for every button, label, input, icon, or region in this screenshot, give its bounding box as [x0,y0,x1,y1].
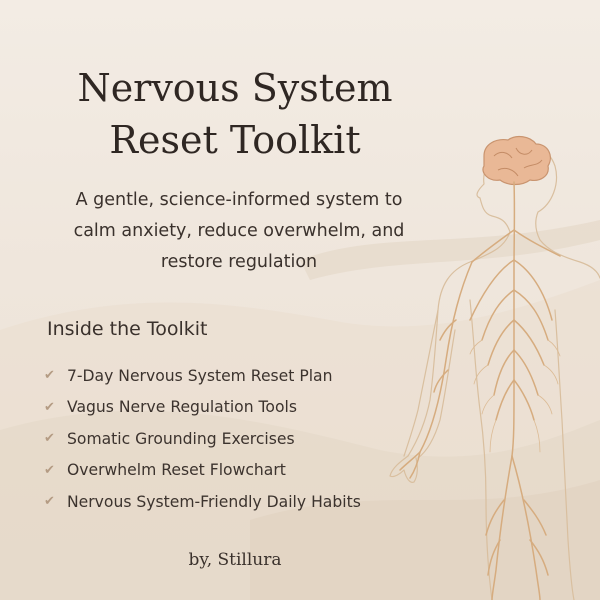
feature-item: ✔ 7-Day Nervous System Reset Plan [44,360,361,392]
brain-icon [482,135,551,186]
feature-list: ✔ 7-Day Nervous System Reset Plan ✔ Vagu… [44,360,361,518]
check-icon: ✔ [44,399,55,415]
feature-label: Overwhelm Reset Flowchart [67,461,286,480]
feature-label: Vagus Nerve Regulation Tools [67,398,297,417]
feature-label: 7-Day Nervous System Reset Plan [67,366,333,385]
feature-item: ✔ Somatic Grounding Exercises [44,423,361,455]
title-line-1: Nervous System [77,66,393,110]
page-title: Nervous System Reset Toolkit [0,62,470,166]
check-icon: ✔ [44,431,55,447]
check-icon: ✔ [44,462,55,478]
check-icon: ✔ [44,368,55,384]
feature-item: ✔ Overwhelm Reset Flowchart [44,455,361,487]
byline: by, Stillura [188,550,282,570]
subtitle: A gentle, science-informed system to cal… [44,185,434,278]
feature-item: ✔ Vagus Nerve Regulation Tools [44,392,361,424]
subtitle-line-3: restore regulation [160,252,318,272]
feature-item: ✔ Nervous System-Friendly Daily Habits [44,486,361,518]
title-line-2: Reset Toolkit [109,118,361,162]
feature-label: Nervous System-Friendly Daily Habits [67,492,361,511]
subtitle-line-1: A gentle, science-informed system to [75,190,403,210]
check-icon: ✔ [44,494,55,510]
feature-label: Somatic Grounding Exercises [67,429,295,448]
section-heading: Inside the Toolkit [47,318,208,340]
subtitle-line-2: calm anxiety, reduce overwhelm, and [73,221,405,241]
